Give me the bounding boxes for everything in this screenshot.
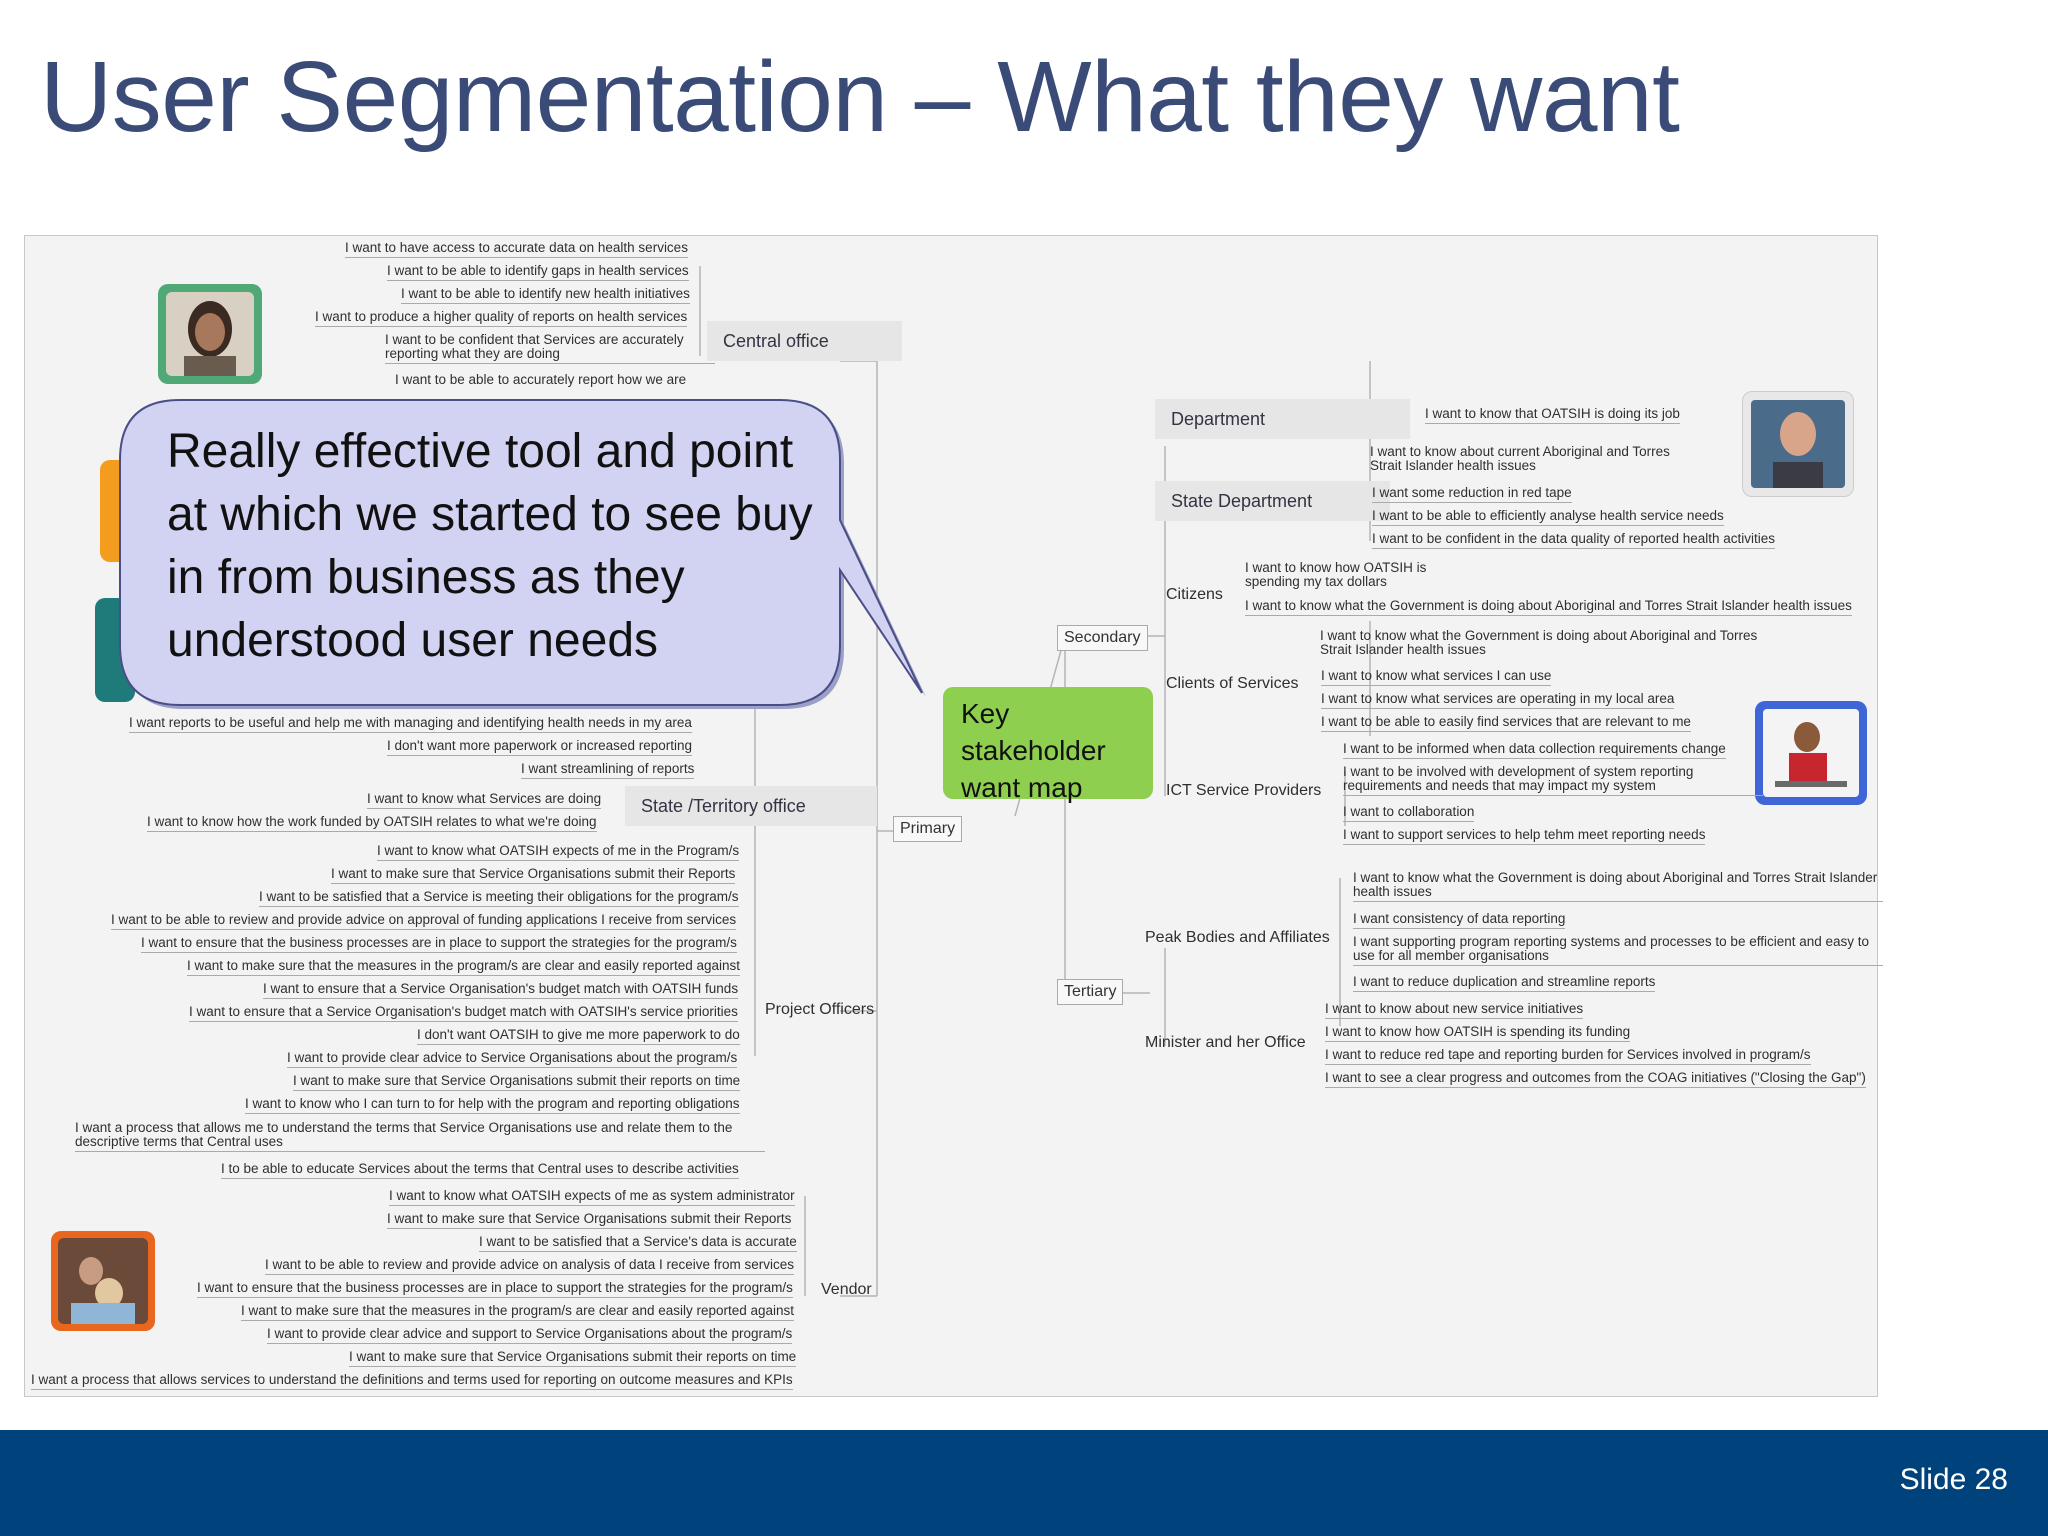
want-item: I want to be informed when data collecti…	[1343, 742, 1726, 759]
want-item: I want to ensure that a Service Organisa…	[189, 1005, 738, 1022]
want-item: I want to be able to review and provide …	[265, 1258, 795, 1275]
node-ict-service-providers: ICT Service Providers	[1166, 782, 1322, 799]
want-item: I want to reduce duplication and streaml…	[1353, 975, 1656, 992]
want-item: I want to be able to review and provide …	[111, 913, 737, 930]
footer-bar	[0, 1430, 2048, 1536]
want-item: I to be able to educate Services about t…	[221, 1162, 739, 1179]
branch-primary: Primary	[893, 816, 963, 842]
want-item: I want to know what Services are doing	[367, 792, 602, 809]
node-clients-of-services: Clients of Services	[1166, 675, 1299, 692]
slide-title: User Segmentation – What they want	[40, 41, 1680, 153]
want-item: I want supporting program reporting syst…	[1353, 935, 1883, 966]
want-item: I want to know about new service initiat…	[1325, 1002, 1584, 1019]
node-central-office: Central office	[707, 321, 902, 361]
want-item: I want a process that allows me to under…	[75, 1121, 765, 1152]
node-project-officers: Project Officers	[765, 1001, 875, 1018]
want-item: I want to know about current Aboriginal …	[1370, 444, 1670, 473]
want-item: I want to be involved with development o…	[1343, 765, 1763, 796]
want-item: I want to be confident in the data quali…	[1372, 532, 1776, 549]
want-item: I want to know what the Government is do…	[1245, 599, 1852, 616]
want-item: I want to be able to easily find service…	[1321, 715, 1691, 732]
want-item: I want to know what the Government is do…	[1353, 871, 1883, 902]
callout-text: Really effective tool and point at which…	[167, 425, 813, 667]
want-item: I want to ensure that the business proce…	[197, 1281, 793, 1298]
want-item: I want to make sure that Service Organis…	[331, 867, 736, 884]
want-item: I don't want more paperwork or increased…	[387, 739, 692, 756]
want-item: I want to make sure that the measures in…	[187, 959, 741, 976]
want-item: I want reports to be useful and help me …	[129, 716, 692, 733]
want-item: I want to support services to help tehm …	[1343, 828, 1706, 845]
want-item: I want to know what services are operati…	[1321, 692, 1675, 709]
node-minister: Minister and her Office	[1145, 1034, 1306, 1051]
want-item: I want to know how OATSIH is spending it…	[1325, 1025, 1631, 1042]
want-item: I want to make sure that Service Organis…	[349, 1350, 797, 1367]
node-state-territory-office: State /Territory office	[625, 786, 877, 826]
want-item: I want some reduction in red tape	[1372, 486, 1572, 503]
node-peak-bodies: Peak Bodies and Affiliates	[1145, 929, 1330, 946]
want-item: I want to be able to identify new health…	[401, 287, 690, 304]
center-node-key-stakeholder: Key stakeholder want map	[943, 687, 1153, 803]
want-item: I want to know who I can turn to for hel…	[245, 1097, 740, 1114]
stakeholder-photo	[158, 284, 262, 384]
node-vendor: Vendor	[821, 1281, 872, 1298]
stakeholder-photo	[51, 1231, 155, 1331]
want-item: I want to know that OATSIH is doing its …	[1425, 407, 1680, 424]
stakeholder-photo	[1755, 701, 1867, 805]
want-item: I want to be able to accurately report h…	[395, 372, 687, 387]
want-item: I want to provide clear advice to Servic…	[287, 1051, 738, 1068]
want-item: I want to collaboration	[1343, 805, 1475, 822]
want-item: I want to know what services I can use	[1321, 669, 1552, 686]
slide-number: Slide 28	[1899, 1463, 2008, 1496]
want-item: I want to produce a higher quality of re…	[315, 310, 688, 327]
want-item: I want consistency of data reporting	[1353, 912, 1566, 929]
want-item: I want to ensure that the business proce…	[141, 936, 737, 953]
want-item: I want to know what OATSIH expects of me…	[377, 844, 740, 861]
want-item: I want to be able to efficiently analyse…	[1372, 509, 1724, 526]
want-item: I want to know what the Government is do…	[1320, 628, 1758, 657]
want-item: I want to be able to identify gaps in he…	[387, 264, 689, 281]
branch-secondary: Secondary	[1057, 625, 1148, 651]
branch-tertiary: Tertiary	[1057, 979, 1124, 1005]
want-item: I want to make sure that the measures in…	[241, 1304, 795, 1321]
node-state-department: State Department	[1155, 481, 1390, 521]
want-item: I want to reduce red tape and reporting …	[1325, 1048, 1811, 1065]
node-citizens: Citizens	[1166, 586, 1223, 603]
want-item: I want to be satisfied that a Service's …	[479, 1235, 797, 1252]
want-item: I want to make sure that Service Organis…	[293, 1074, 741, 1091]
stakeholder-photo	[1742, 391, 1854, 497]
want-item: I don't want OATSIH to give me more pape…	[417, 1028, 740, 1045]
want-item: I want to know how OATSIH is spending my…	[1245, 560, 1427, 589]
want-item: I want streamlining of reports	[521, 762, 695, 779]
want-item: I want to know how the work funded by OA…	[147, 815, 597, 832]
want-item: I want to provide clear advice and suppo…	[267, 1327, 793, 1344]
want-item: I want a process that allows services to…	[31, 1373, 793, 1390]
want-item: I want to be satisfied that a Service is…	[259, 890, 739, 907]
want-item: I want to make sure that Service Organis…	[387, 1212, 792, 1229]
want-item: I want to have access to accurate data o…	[345, 241, 688, 258]
want-item: I want to see a clear progress and outco…	[1325, 1071, 1866, 1088]
want-item: I want to be confident that Services are…	[385, 333, 715, 364]
node-department: Department	[1155, 399, 1410, 439]
want-item: I want to know what OATSIH expects of me…	[389, 1189, 795, 1206]
want-item: I want to ensure that a Service Organisa…	[263, 982, 739, 999]
